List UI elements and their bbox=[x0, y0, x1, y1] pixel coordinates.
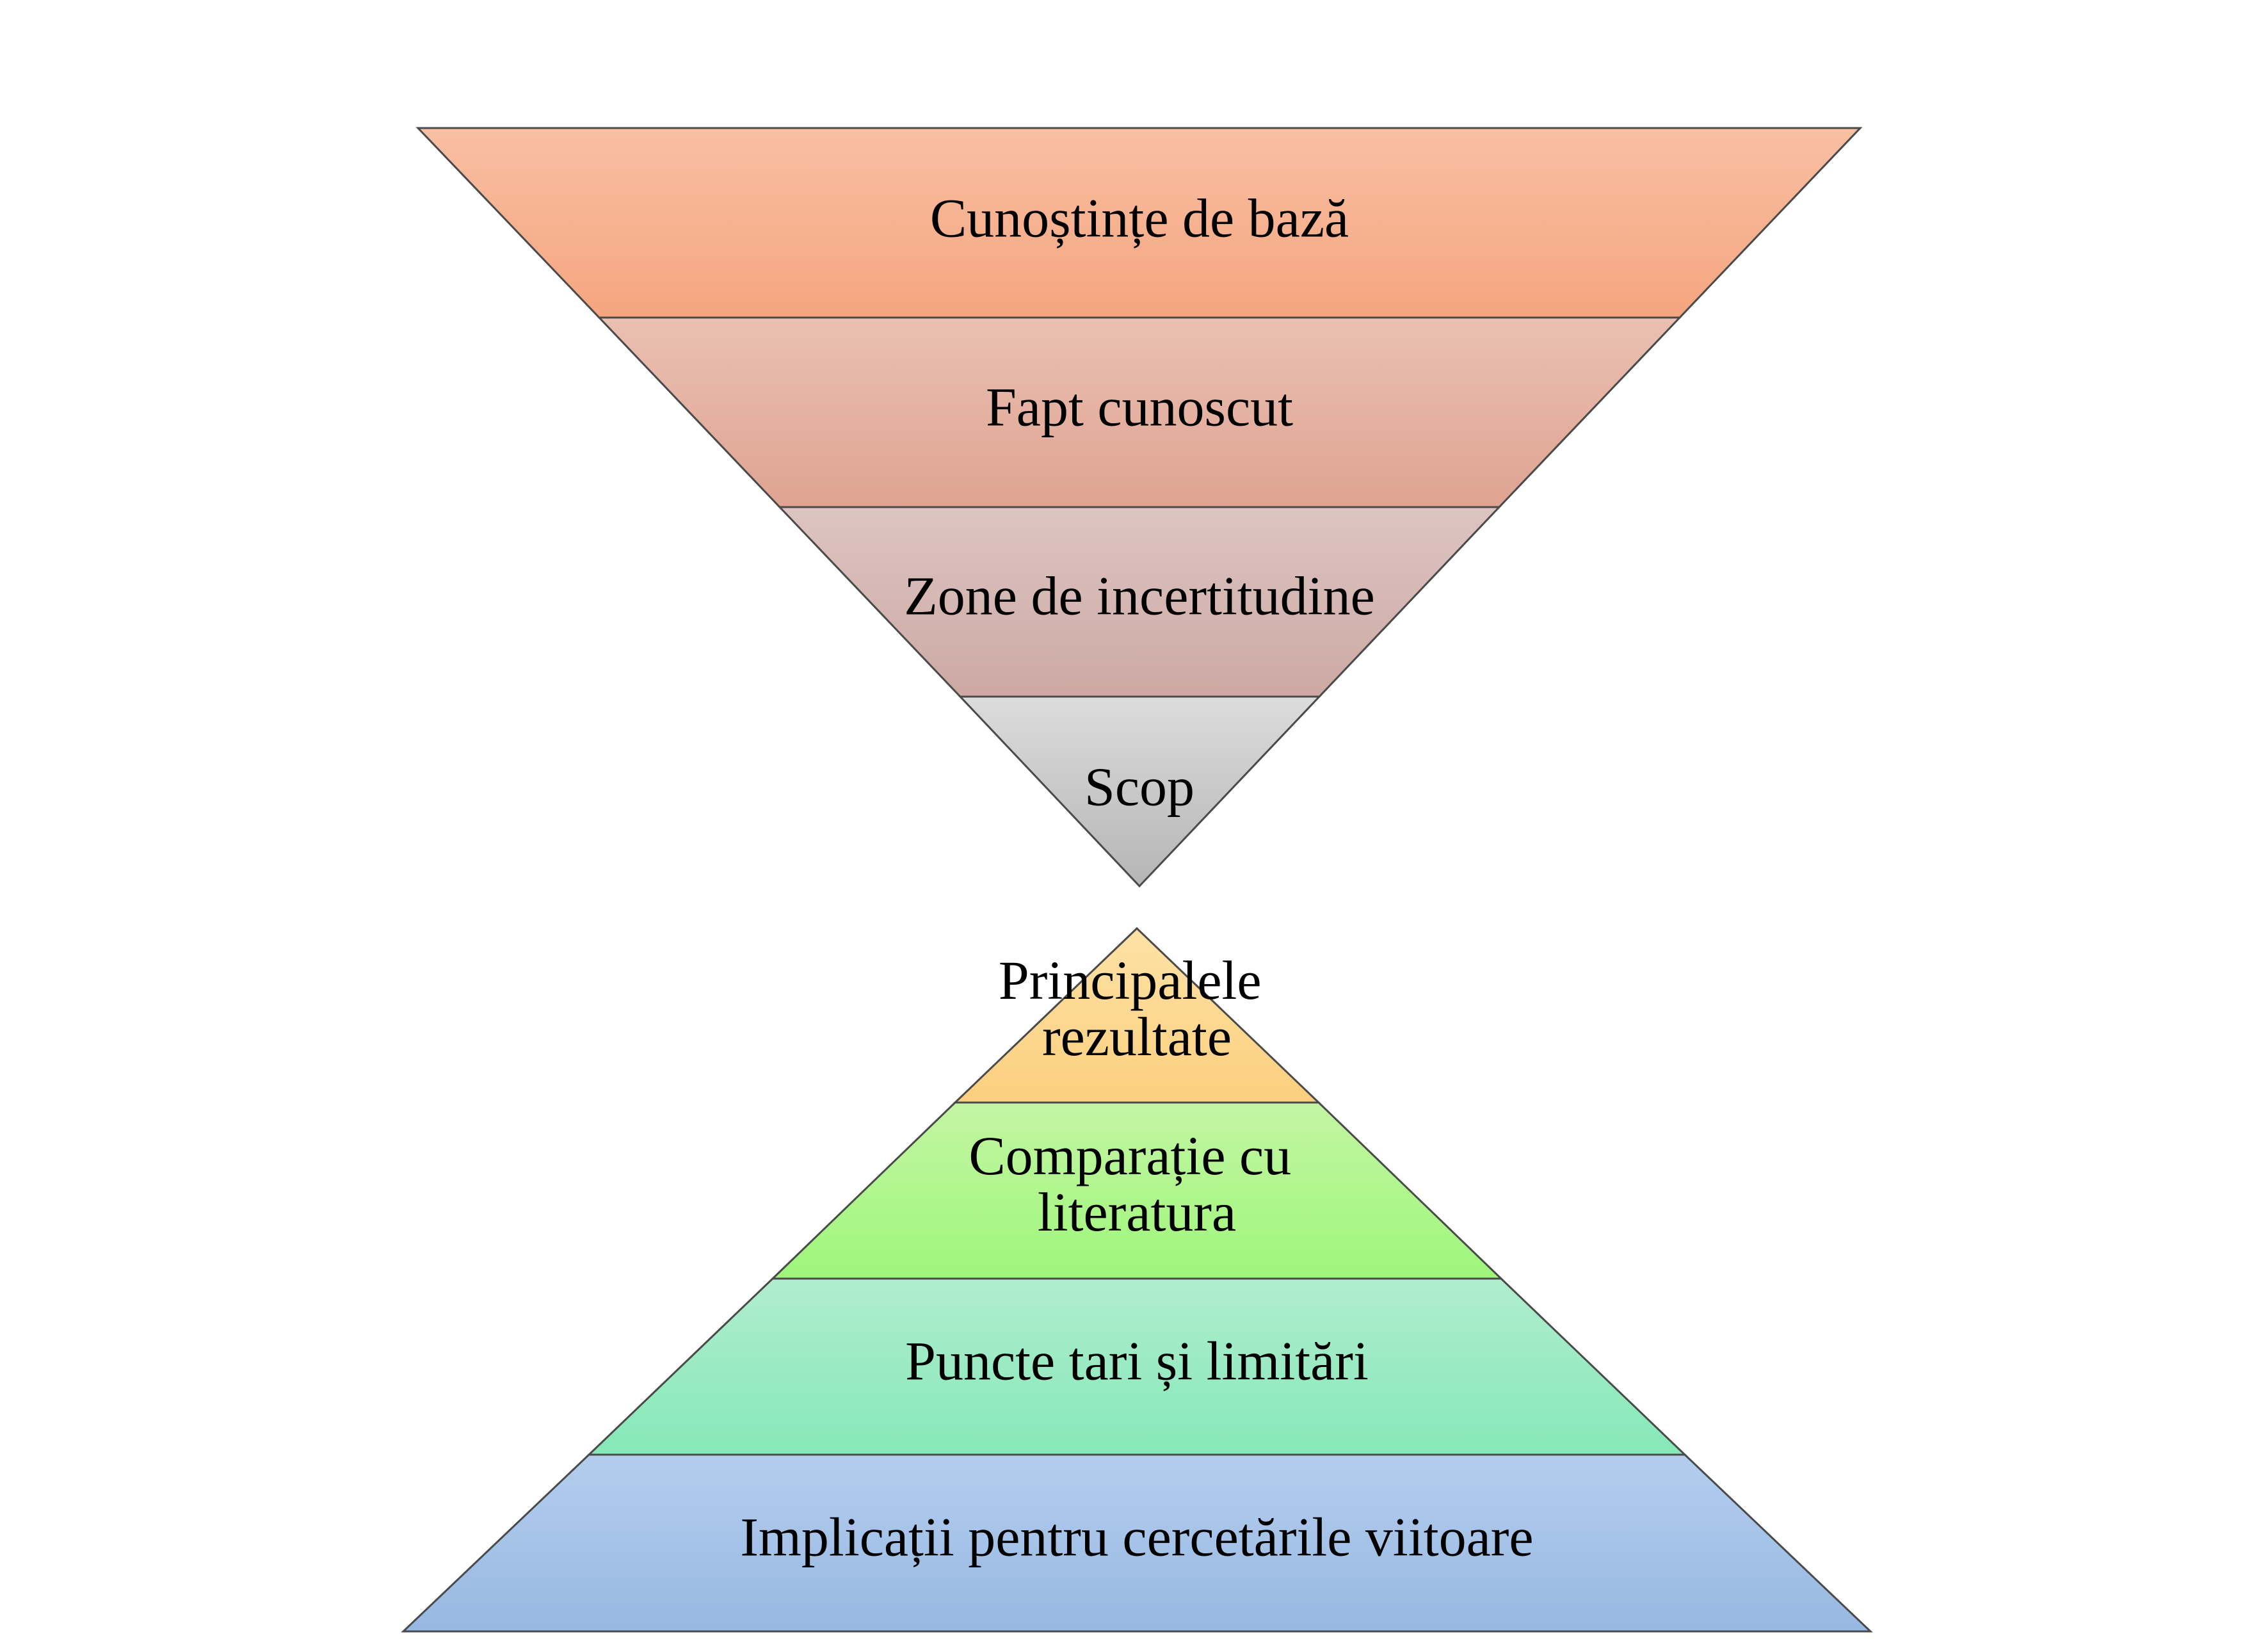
pyramid-label-strengths-limitations: Puncte tari și limitări bbox=[905, 1330, 1369, 1392]
funnel-label-known-fact: Fapt cunoscut bbox=[986, 376, 1293, 438]
pyramid-label-literature-comparison-line1: Comparație cu bbox=[969, 1125, 1291, 1186]
bottom-pyramid: Principalele rezultate Comparație cu lit… bbox=[401, 926, 1873, 1633]
top-funnel: Cunoștințe de bază Fapt cunoscut Zone de… bbox=[415, 127, 1863, 888]
funnel-label-background-knowledge: Cunoștințe de bază bbox=[930, 188, 1349, 249]
funnel-band-aim bbox=[958, 695, 1322, 888]
pyramid-label-main-results-line1: Principalele bbox=[999, 950, 1262, 1011]
funnel-label-uncertainty-zones: Zone de incertitudine bbox=[904, 565, 1375, 627]
funnel-label-aim: Scop bbox=[1084, 756, 1194, 818]
pyramid-label-main-results-line2: rezultate bbox=[1042, 1006, 1232, 1067]
pyramid-band-future-research bbox=[401, 1453, 1873, 1633]
pyramid-label-literature-comparison-line2: literatura bbox=[1038, 1181, 1236, 1243]
pyramid-label-literature-comparison: Comparație cu literatura bbox=[969, 1125, 1305, 1243]
pyramid-label-main-results: Principalele rezultate bbox=[999, 950, 1275, 1067]
pyramid-label-future-research: Implicații pentru cercetările viitoare bbox=[740, 1507, 1533, 1568]
